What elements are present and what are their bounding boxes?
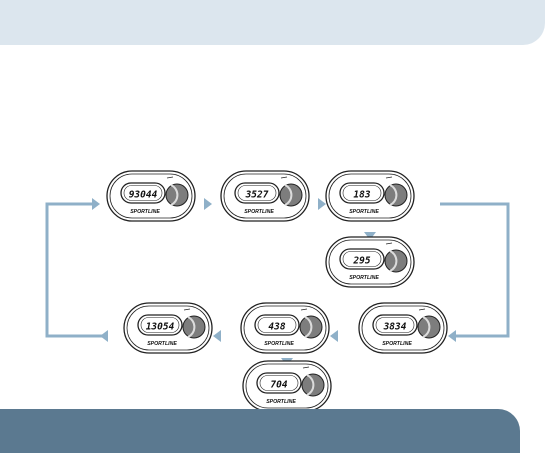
button-highlight [170,184,179,206]
button-highlight [187,316,196,338]
arrow-into-left-loop [92,198,100,210]
device-bezel [245,363,329,409]
lcd-inner [259,375,299,391]
device-bezel [361,305,445,351]
device-bezel [223,173,307,219]
device-bezel [328,239,412,285]
lcd-screen [120,182,166,204]
device-tick [302,366,310,369]
brand-label: SPORTLINE [349,275,379,281]
brand-label: SPORTLINE [264,341,294,347]
device-tick [280,176,288,179]
lcd-inner [237,185,277,201]
arrow-right-2 [318,198,326,210]
bottom-footer-band [0,409,520,453]
device-tick [300,308,308,311]
device-tick [385,242,393,245]
button-highlight [284,184,293,206]
lcd-screen [372,314,418,336]
lcd-value: 3527 [245,190,269,201]
device-tick [183,308,191,311]
brand-label: SPORTLINE [349,209,379,215]
connectors [45,202,510,338]
lcd-value: 183 [353,190,370,201]
device-tick [418,308,426,311]
arrow-down-1 [364,232,376,240]
lcd-value: 3834 [383,322,407,333]
device-tick [385,176,393,179]
lcd-inner [257,317,297,333]
top-header-band [0,0,545,45]
arrow-into-right-loop [448,330,456,342]
device-bezel [126,305,210,351]
button-highlight [389,184,398,206]
lcd-inner [375,317,415,333]
brand-label: SPORTLINE [147,341,177,347]
lcd-screen [339,182,385,204]
lcd-inner [140,317,180,333]
brand-label: SPORTLINE [266,399,296,405]
lcd-inner [342,185,382,201]
lcd-value: 704 [270,380,287,391]
brand-label: SPORTLINE [130,209,160,215]
lcd-screen [339,248,385,270]
arrows [92,198,456,366]
lcd-inner [123,185,163,201]
lcd-value: 438 [268,322,285,333]
lcd-screen [137,314,183,336]
lcd-inner [342,251,382,267]
arrow-right-1 [204,198,212,210]
connector-right-loop [440,202,510,338]
device-bezel [243,305,327,351]
arrow-left-1 [330,330,338,342]
lcd-value: 13054 [146,322,175,333]
device-bezel [328,173,412,219]
device-tick [166,176,174,179]
brand-label: SPORTLINE [244,209,274,215]
arrow-left-2 [213,330,221,342]
arrow-out-left [100,330,108,342]
button-highlight [389,250,398,272]
device-bezel [109,173,193,219]
lcd-screen [254,314,300,336]
button-highlight [422,316,431,338]
devices: 93044SPORTLINE3527SPORTLINE183SPORTLINE2… [106,170,448,412]
lcd-value: 295 [352,256,370,267]
lcd-value: 93044 [129,190,158,201]
brand-label: SPORTLINE [382,341,412,347]
lcd-screen [256,372,302,394]
button-highlight [304,316,313,338]
lcd-screen [234,182,280,204]
connector-left-loop [45,202,102,338]
button-highlight [306,374,315,396]
